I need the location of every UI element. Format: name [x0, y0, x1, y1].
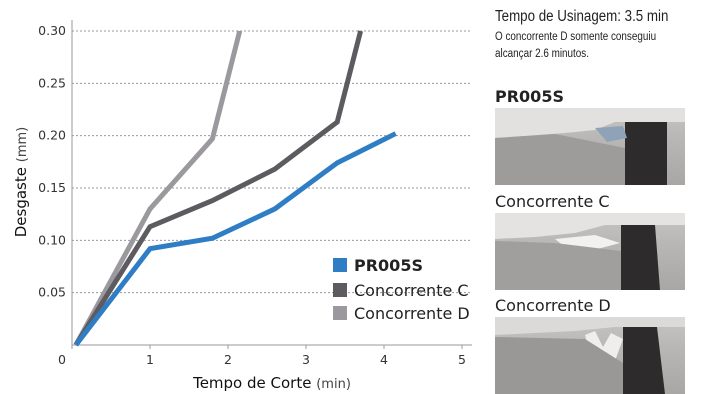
- x-axis-title: Tempo de Corte (min): [192, 374, 351, 392]
- y-tick-label: 0.10: [38, 232, 66, 247]
- machining-time-heading: Tempo de Usinagem: 3.5 min: [495, 8, 669, 25]
- info-panel: Tempo de Usinagem: 3.5 min O concorrente…: [495, 8, 710, 63]
- x-tick-label: 3: [302, 352, 310, 367]
- y-tick-label: 0.30: [38, 23, 66, 38]
- photo-label-concorrente-d: Concorrente D: [495, 296, 611, 315]
- x-tick-label: 0: [58, 352, 66, 367]
- legend: PR005S Concorrente C Concorrente D: [333, 256, 470, 323]
- photo-label-pr005s: PR005S: [495, 87, 564, 106]
- x-tick-label: 4: [380, 352, 388, 367]
- competitor-note-line-2: alcançar 2.6 minutos.: [495, 48, 590, 60]
- legend-label-concorrente-d: Concorrente D: [354, 304, 470, 323]
- x-tick-label: 1: [146, 352, 154, 367]
- axis-ticks: 0.05 0.10 0.15 0.20 0.25 0.30 0 1 2 3 4 5: [38, 23, 466, 367]
- legend-label-concorrente-c: Concorrente C: [354, 281, 469, 300]
- series-line-concorrente-d: [73, 30, 243, 347]
- series-line-concorrente-c: [73, 30, 364, 347]
- legend-label-pr005s: PR005S: [354, 256, 423, 275]
- tool-photo-concorrente-c: [495, 213, 685, 290]
- y-axis-title: Desgaste (mm): [12, 127, 30, 238]
- photo-label-concorrente-c: Concorrente C: [495, 192, 610, 211]
- y-tick-label: 0.25: [38, 75, 66, 90]
- legend-swatch-concorrente-d: [333, 306, 347, 320]
- legend-swatch-pr005s: [333, 258, 347, 272]
- tool-photo-pr005s: [495, 108, 685, 185]
- photo-block-concorrente-c: Concorrente C: [495, 193, 690, 290]
- x-tick-label: 5: [458, 352, 466, 367]
- series-lines: [73, 30, 397, 347]
- grid-lines: [72, 30, 472, 294]
- legend-swatch-concorrente-c: [333, 283, 347, 297]
- photo-block-concorrente-d: Concorrente D: [495, 297, 690, 394]
- competitor-note-line-1: O concorrente D somente conseguiu: [495, 31, 657, 43]
- photo-block-pr005s: PR005S: [495, 88, 690, 185]
- y-tick-label: 0.20: [38, 128, 66, 143]
- series-line-pr005s: [73, 131, 397, 347]
- x-tick-label: 2: [224, 352, 232, 367]
- wear-chart: 0.05 0.10 0.15 0.20 0.25 0.30 0 1 2 3 4 5 Tempo de …: [12, 20, 472, 392]
- tool-photo-concorrente-d: [495, 317, 685, 394]
- y-tick-label: 0.05: [38, 285, 66, 300]
- y-tick-label: 0.15: [38, 180, 66, 195]
